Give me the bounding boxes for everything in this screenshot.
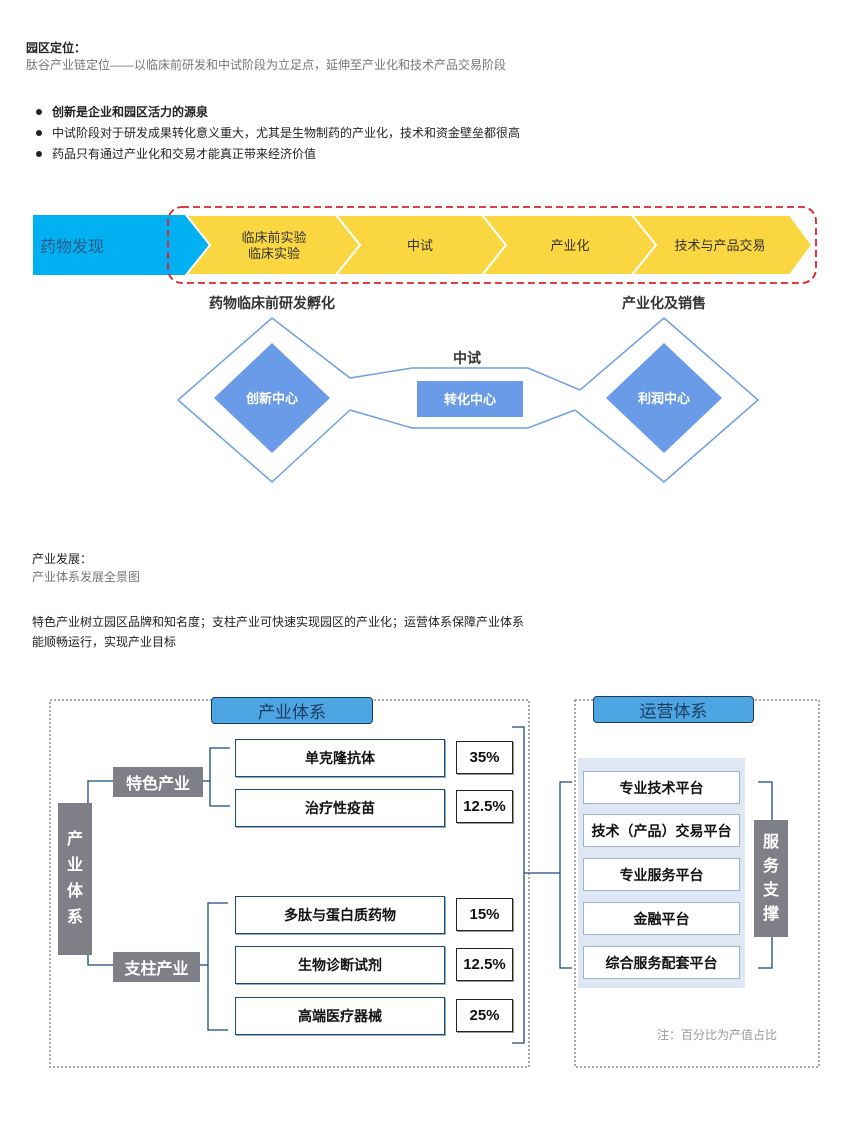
industry-heading: 产业发展：: [32, 552, 93, 566]
bullet-item: 创新是企业和园区活力的源泉: [36, 103, 208, 120]
industry-subtitle: 产业体系发展全景图: [32, 570, 141, 584]
park-heading: 园区定位：: [26, 41, 87, 55]
innovation-center-diamond: [214, 343, 330, 453]
bullet-item: 药品只有通过产业化和交易才能真正带来经济价值: [36, 145, 316, 162]
park-subtitle: 肽谷产业链定位——以临床前研发和中试阶段为立足点，延伸至产业化和技术产品交易阶段: [26, 58, 507, 72]
industry-paragraph-line1: 特色产业树立园区品牌和知名度；支柱产业可快速实现园区的产业化；运营体系保障产业体…: [32, 615, 525, 629]
label-industrialization-sales: 产业化及销售: [622, 295, 706, 311]
panorama-note: 注：百分比为产值占比: [657, 1028, 778, 1042]
chain-stage-trading: [629, 214, 814, 276]
profit-center-diamond: [606, 343, 722, 453]
chain-label-pilot: 中试: [407, 238, 433, 253]
profit-center-label: 利润中心: [638, 391, 690, 406]
chain-label-trading: 技术与产品交易: [674, 238, 765, 253]
chain-label-industrialization: 产业化: [550, 238, 589, 253]
bullet-item: 中试阶段对于研发成果转化意义重大，尤其是生物制药的产业化，技术和资金壁垒都很高: [36, 124, 520, 141]
featured-industry-label: 特色产业: [113, 767, 203, 797]
platform-trading: 技术（产品）交易平台: [583, 814, 740, 847]
highlight-dashed-border: [167, 206, 817, 284]
operation-system-tab: 运营体系: [593, 696, 754, 723]
label-pilot: 中试: [453, 350, 481, 366]
industry-pct-monoclonal: 35%: [456, 741, 513, 774]
chain-label-discovery: 药物发现: [40, 238, 104, 256]
industry-pct-peptide: 15%: [456, 898, 513, 931]
platform-comprehensive: 综合服务配套平台: [583, 946, 740, 979]
label-preclinical-incubation: 药物临床前研发孵化: [209, 295, 335, 311]
platform-tech: 专业技术平台: [583, 771, 740, 804]
industry-item-vaccine: 治疗性疫苗: [235, 789, 445, 827]
transformation-center-label: 转化中心: [444, 392, 496, 407]
chain-stage-preclinical: [183, 214, 362, 276]
innovation-center-label: 创新中心: [245, 391, 298, 406]
industry-pct-devices: 25%: [456, 999, 513, 1032]
chain-label-preclinical: 临床前实验: [241, 230, 306, 245]
chain-label-clinical: 临床实验: [248, 246, 300, 261]
industry-item-devices: 高端医疗器械: [235, 997, 445, 1035]
industry-paragraph-line2: 能顺畅运行，实现产业目标: [32, 635, 177, 649]
service-support-vertical-label: 服 务 支 撑: [754, 820, 788, 937]
industry-item-monoclonal: 单克隆抗体: [235, 739, 445, 777]
industry-system-vertical-label: 产 业 体 系: [58, 803, 92, 955]
industry-item-diagnostics: 生物诊断试剂: [235, 946, 445, 984]
industry-chain-diagram: 药物发现 临床前实验 临床实验 中试 产业化 技术与产品交易 药物临床前研发孵化…: [33, 206, 817, 484]
industry-item-peptide: 多肽与蛋白质药物: [235, 896, 445, 934]
platform-finance: 金融平台: [583, 902, 740, 935]
industry-pct-vaccine: 12.5%: [456, 790, 513, 823]
transformation-center-box: [417, 381, 523, 417]
platform-service: 专业服务平台: [583, 858, 740, 891]
industry-pct-diagnostics: 12.5%: [456, 948, 513, 981]
industry-system-tab: 产业体系: [211, 697, 373, 724]
pillar-industry-label: 支柱产业: [113, 952, 200, 982]
